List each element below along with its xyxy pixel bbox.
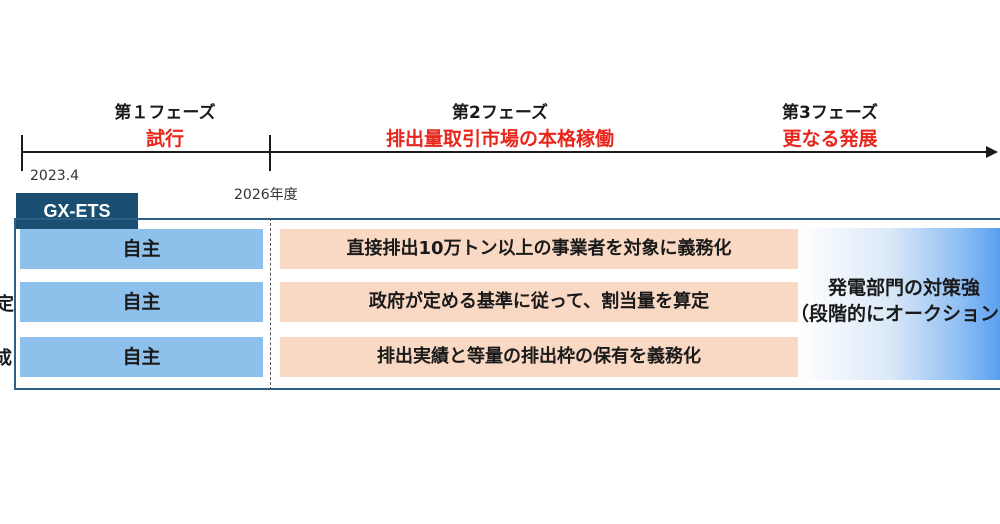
phase-3-text-line-1: 発電部門の対策強	[828, 277, 981, 299]
phase-divider	[270, 218, 271, 390]
gx-ets-label: GX-ETS	[16, 193, 138, 229]
phase-3-text: 発電部門の対策強 （段階的にオークション	[790, 275, 1000, 327]
phase-3-gradient	[798, 228, 1000, 380]
phase-2-subtitle: 排出量取引市場の本格稼働	[385, 128, 614, 150]
phase-3-title: 第3フェーズ	[782, 103, 878, 123]
row-2-phase2: 政府が定める基準に従って、割当量を算定	[280, 282, 798, 322]
phase-3-subtitle: 更なる発展	[782, 128, 878, 150]
gx-ets-panel	[14, 218, 1000, 390]
row-3-phase2: 排出実績と等量の排出枠の保有を義務化	[280, 337, 798, 377]
row-1-phase2: 直接排出10万トン以上の事業者を対象に義務化	[280, 229, 798, 269]
phase-3-text-line-2: （段階的にオークション	[790, 303, 1000, 325]
row-1-phase1: 自主	[20, 229, 263, 269]
date-phase2-start: 2026年度	[234, 187, 298, 203]
left-cut-label-1: 定	[0, 294, 14, 315]
timeline-arrowhead	[986, 146, 998, 158]
left-cut-label-2: 成	[0, 348, 12, 369]
phase-1-subtitle: 試行	[145, 128, 184, 150]
timeline-arrow	[21, 135, 998, 171]
date-start: 2023.4	[30, 168, 79, 184]
row-3-phase1: 自主	[20, 337, 263, 377]
phase-1-title: 第１フェーズ	[114, 103, 216, 123]
row-2-phase1: 自主	[20, 282, 263, 322]
phase-2-title: 第2フェーズ	[452, 103, 548, 123]
